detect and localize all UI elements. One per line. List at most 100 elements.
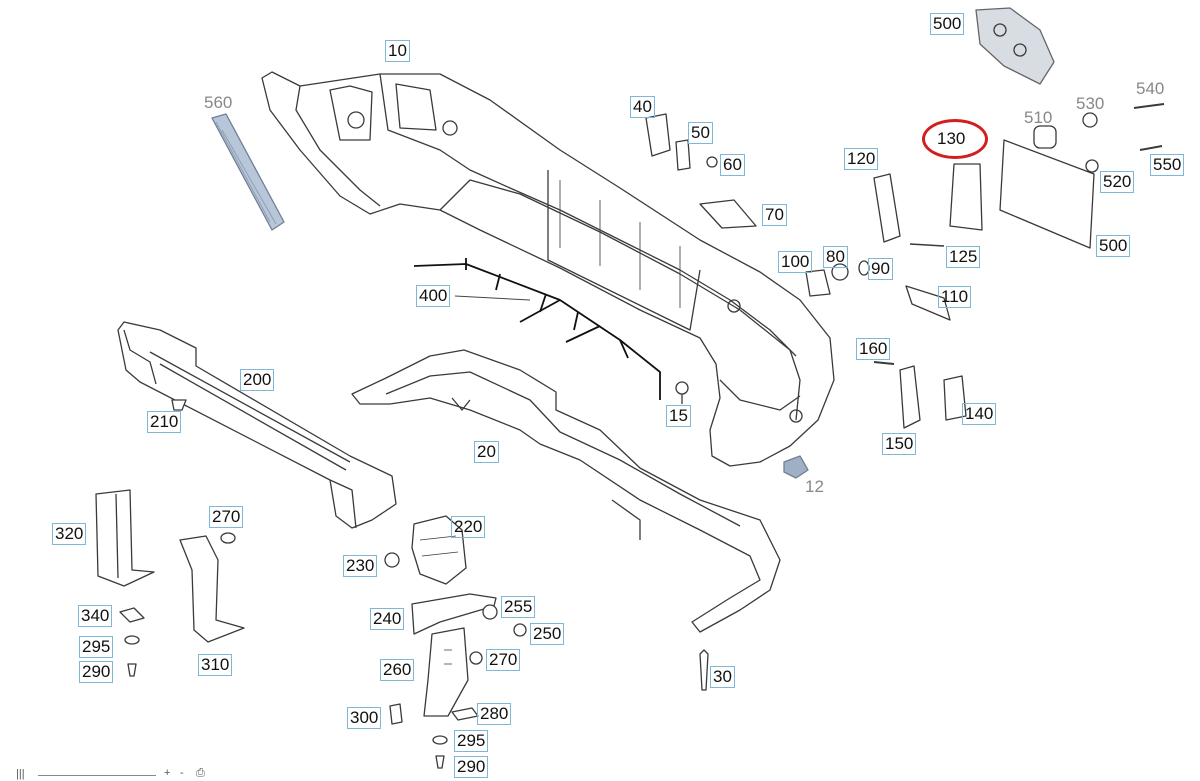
callout-30[interactable]: 30 [710,666,735,688]
callout-12[interactable]: 12 [805,477,824,496]
callout-100[interactable]: 100 [778,251,813,273]
callout-400[interactable]: 400 [416,285,451,307]
part-20-diffuser [351,349,781,633]
callout-340[interactable]: 340 [78,605,113,627]
part-250-screw [513,623,527,637]
callout-500a[interactable]: 500 [930,13,965,35]
callout-295a[interactable]: 295 [79,636,114,658]
part-210-nut [171,399,187,411]
callout-200[interactable]: 200 [240,369,275,391]
callout-140[interactable]: 140 [962,403,997,425]
part-15-screw [675,381,689,404]
callout-270b[interactable]: 270 [486,649,521,671]
callout-540[interactable]: 540 [1136,79,1165,98]
part-200-impact-beam [117,321,397,529]
callout-60[interactable]: 60 [720,154,745,176]
part-160-screw [873,361,895,365]
part-150-bracket [899,365,921,429]
callout-220[interactable]: 220 [451,516,486,538]
callout-560[interactable]: 560 [204,93,233,112]
callout-290a[interactable]: 290 [79,661,114,683]
part-280-clip [451,707,479,721]
part-125-rivet [909,243,945,247]
callout-130[interactable]: 130 [937,129,966,148]
zoom-slider-track[interactable] [38,775,156,776]
part-500a-plate [975,7,1055,85]
part-90-ring [858,260,870,276]
callout-295b[interactable]: 295 [454,730,489,752]
part-560-strip [211,113,285,231]
part-530-nut [1082,112,1098,128]
part-320-bracket [95,489,155,587]
part-120-trim [873,173,901,243]
callout-40[interactable]: 40 [630,96,655,118]
part-510-bush [1033,125,1057,149]
print-icon[interactable]: ⎙ [196,767,205,779]
callout-90[interactable]: 90 [868,258,893,280]
part-400-wiring-harness [413,258,661,400]
callout-20[interactable]: 20 [474,441,499,463]
callout-260[interactable]: 260 [380,659,415,681]
callout-125[interactable]: 125 [946,246,981,268]
callout-290b[interactable]: 290 [454,756,489,778]
part-50-insert [675,139,691,171]
part-290a-pin [127,663,137,677]
part-295a-washer [124,635,140,645]
part-500b-panel [999,139,1095,249]
part-110-bracket [905,285,951,321]
part-130-trim [949,163,983,231]
callout-120[interactable]: 120 [844,148,879,170]
callout-280[interactable]: 280 [477,703,512,725]
callout-300[interactable]: 300 [347,707,382,729]
part-270a-washer [220,532,236,544]
callout-250[interactable]: 250 [530,623,565,645]
part-10-bumper-cover [261,71,835,467]
part-255-washer [482,604,498,620]
part-30-rivet [699,649,709,691]
callout-160[interactable]: 160 [856,338,891,360]
part-300-clip [389,703,403,725]
viewer-toolbar: ||| + - ⎙ [0,767,260,781]
callout-320[interactable]: 320 [52,523,87,545]
highlight-ring-130 [922,119,988,159]
part-100-holder [805,269,831,297]
callout-230[interactable]: 230 [343,555,378,577]
part-290b-pin [435,755,445,769]
zoom-in-button[interactable]: + [164,767,171,779]
part-270b-nut [469,651,483,665]
part-310-bracket [179,535,245,643]
callout-210[interactable]: 210 [147,411,182,433]
part-230-gear [384,552,400,568]
callout-10[interactable]: 10 [385,40,410,62]
part-60-screw [706,156,718,168]
part-12-clip [783,455,809,479]
callout-15[interactable]: 15 [666,405,691,427]
part-550-screw [1139,145,1163,151]
callout-520[interactable]: 520 [1100,171,1135,193]
callout-240[interactable]: 240 [370,608,405,630]
part-70-pad [699,199,757,229]
part-295b-washer [432,735,448,745]
panel-toggle-icon[interactable]: ||| [16,768,25,780]
part-220-bracket [411,515,467,585]
part-340-clip [119,607,145,623]
callout-80[interactable]: 80 [823,246,848,268]
callout-150[interactable]: 150 [882,433,917,455]
callout-500b[interactable]: 500 [1096,235,1131,257]
callout-510[interactable]: 510 [1024,108,1053,127]
part-520-washer [1085,159,1099,173]
callout-550[interactable]: 550 [1150,154,1185,176]
part-40-housing [645,113,671,157]
callout-310[interactable]: 310 [198,654,233,676]
callout-70[interactable]: 70 [762,204,787,226]
part-540-bolt [1133,103,1165,109]
part-140-connector [943,375,967,421]
part-260-bracket [423,627,469,717]
zoom-out-button[interactable]: - [180,767,184,779]
callout-50[interactable]: 50 [688,122,713,144]
callout-110[interactable]: 110 [938,286,972,308]
callout-530[interactable]: 530 [1076,94,1105,113]
callout-270a[interactable]: 270 [209,506,244,528]
callout-255[interactable]: 255 [501,596,536,618]
